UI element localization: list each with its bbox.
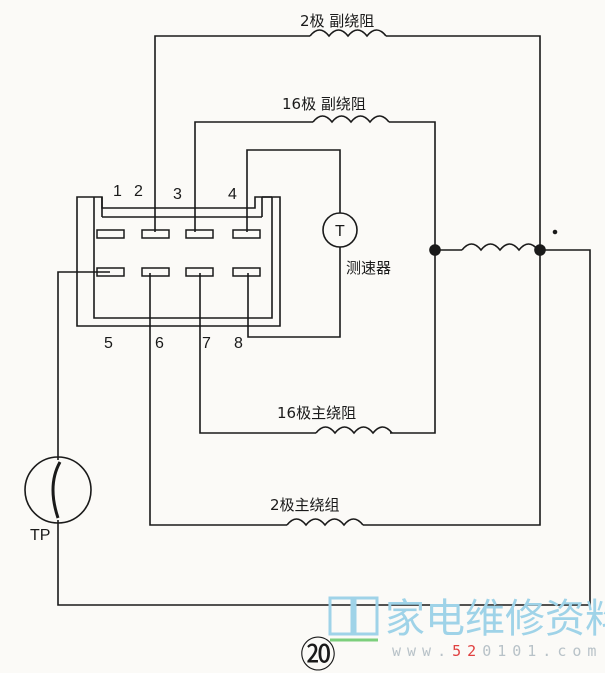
wire-16pole-aux [194, 121, 313, 232]
label-2pole-main: 2极主绕组 [270, 496, 340, 514]
pin-label-1: 1 [113, 183, 122, 200]
label-tachometer: 测速器 [346, 259, 391, 277]
wire-tacho-bottom [247, 247, 341, 338]
figure-number: ⑳ [300, 635, 336, 673]
pin-label-2: 2 [134, 183, 143, 200]
watermark-url-prefix: www.520101.com [392, 642, 602, 660]
pin-label-4: 4 [228, 186, 237, 203]
wire-2pole-aux [154, 35, 310, 232]
wire-2pole-main [149, 273, 287, 526]
label-16pole-aux: 16极 副绕阻 [282, 95, 366, 113]
wire-2pole-main-right [363, 250, 541, 526]
node-left [429, 244, 441, 256]
coil-2pole-main [286, 518, 364, 527]
coil-common [461, 243, 539, 252]
wire-tp [57, 271, 110, 460]
wire-2pole-aux-right [386, 35, 541, 250]
label-tp: TP [30, 527, 50, 544]
tachometer-letter: T [335, 223, 345, 240]
pin-label-8: 8 [234, 335, 243, 352]
connector-outer [76, 196, 281, 327]
wire-common-right [57, 249, 591, 606]
stray-dot [552, 229, 558, 235]
connector-inner [93, 196, 273, 319]
coil-16pole-main [315, 426, 393, 435]
watermark-logo-icon [328, 596, 379, 642]
pin-label-6: 6 [155, 335, 164, 352]
pin-label-7: 7 [202, 335, 211, 352]
label-2pole-aux: 2极 副绕阻 [300, 12, 374, 30]
coil-2pole-aux [309, 29, 387, 38]
wire-tacho-top [246, 149, 341, 232]
pin-label-3: 3 [173, 186, 182, 203]
label-16pole-main: 16极主绕阻 [277, 404, 356, 422]
thermal-protector-icon [24, 456, 92, 524]
tachometer-symbol [322, 212, 358, 248]
connector-pins [96, 229, 261, 277]
coil-16pole-aux [312, 115, 390, 124]
thermal-protector-element [51, 461, 62, 519]
wire-16pole-main [199, 273, 316, 434]
pin-label-5: 5 [104, 335, 113, 352]
watermark-text: 家电维修资料网 [385, 596, 605, 642]
wire-16pole-aux-right [389, 121, 436, 434]
